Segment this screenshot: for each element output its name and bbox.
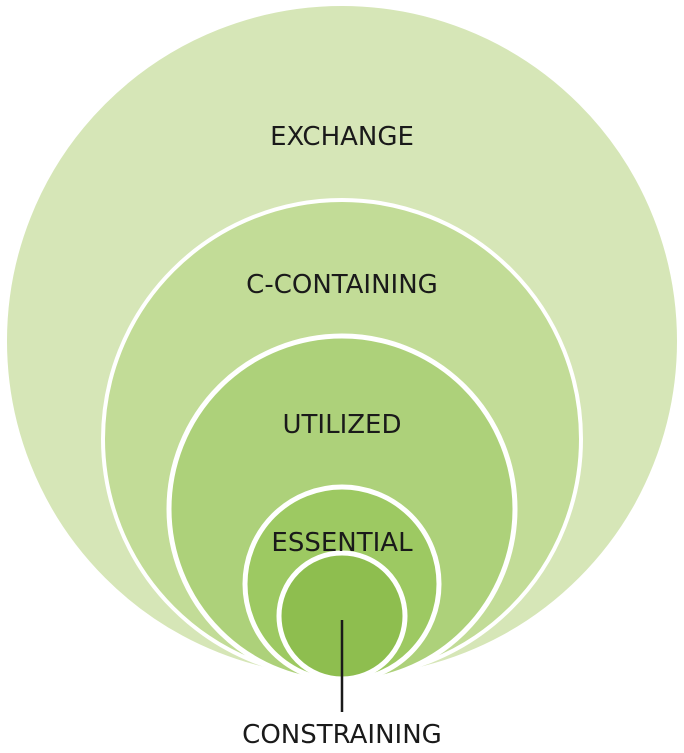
label-exchange: EXCHANGE (270, 122, 414, 152)
label-constraining: CONSTRAINING (242, 720, 442, 750)
label-utilized: UTILIZED (283, 410, 402, 440)
label-essential: ESSENTIAL (271, 528, 413, 558)
label-c-containing: C-CONTAINING (246, 270, 438, 300)
